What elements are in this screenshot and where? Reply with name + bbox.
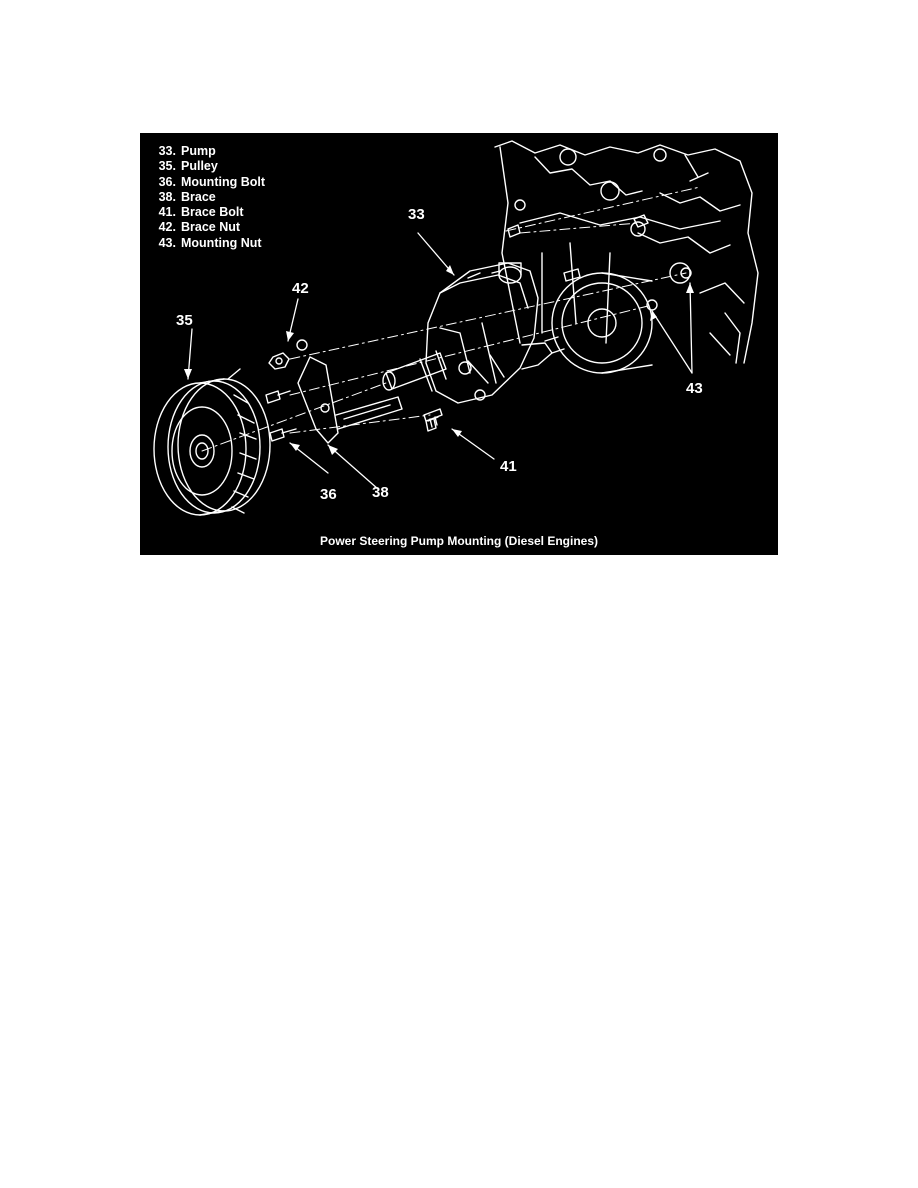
mounting-bolts-drawing: [265, 390, 297, 442]
callout-arrowheads: [184, 265, 694, 455]
exploded-view-drawing: [153, 140, 759, 516]
figure-caption: Power Steering Pump Mounting (Diesel Eng…: [319, 534, 599, 548]
pump-pulley-drawing: [153, 368, 271, 516]
callout-36: 36: [320, 486, 337, 503]
callout-43: 43: [686, 380, 703, 397]
legend-item: 41.Brace Bolt: [158, 205, 244, 220]
mounting-nuts-drawing: [507, 214, 692, 311]
callout-33: 33: [408, 206, 425, 223]
callout-42: 42: [292, 280, 309, 297]
brace-bolt-drawing: [423, 408, 443, 432]
crank-pulley-drawing: [551, 272, 653, 374]
parts-legend: 33.Pump 35.Pulley 36.Mounting Bolt 38.Br…: [150, 144, 265, 251]
callout-41: 41: [500, 458, 517, 475]
pump-drawing: [425, 262, 565, 404]
pump-shaft-drawing: [382, 350, 447, 392]
legend-item: 35.Pulley: [158, 159, 218, 174]
alignment-lines: [201, 186, 701, 452]
callout-38: 38: [372, 484, 389, 501]
callout-35: 35: [176, 312, 193, 329]
legend-item: 43.Mounting Nut: [158, 235, 262, 250]
legend-item: 38.Brace: [158, 189, 216, 204]
engine-block-drawing: [494, 140, 759, 364]
legend-item: 33.Pump: [158, 144, 216, 158]
diagram-figure: 33.Pump 35.Pulley 36.Mounting Bolt 38.Br…: [140, 133, 778, 555]
brace-nut-drawing: [268, 352, 290, 370]
legend-item: 36.Mounting Bolt: [158, 174, 265, 189]
legend-item: 42.Brace Nut: [158, 220, 241, 235]
brace-drawing: [296, 339, 403, 444]
